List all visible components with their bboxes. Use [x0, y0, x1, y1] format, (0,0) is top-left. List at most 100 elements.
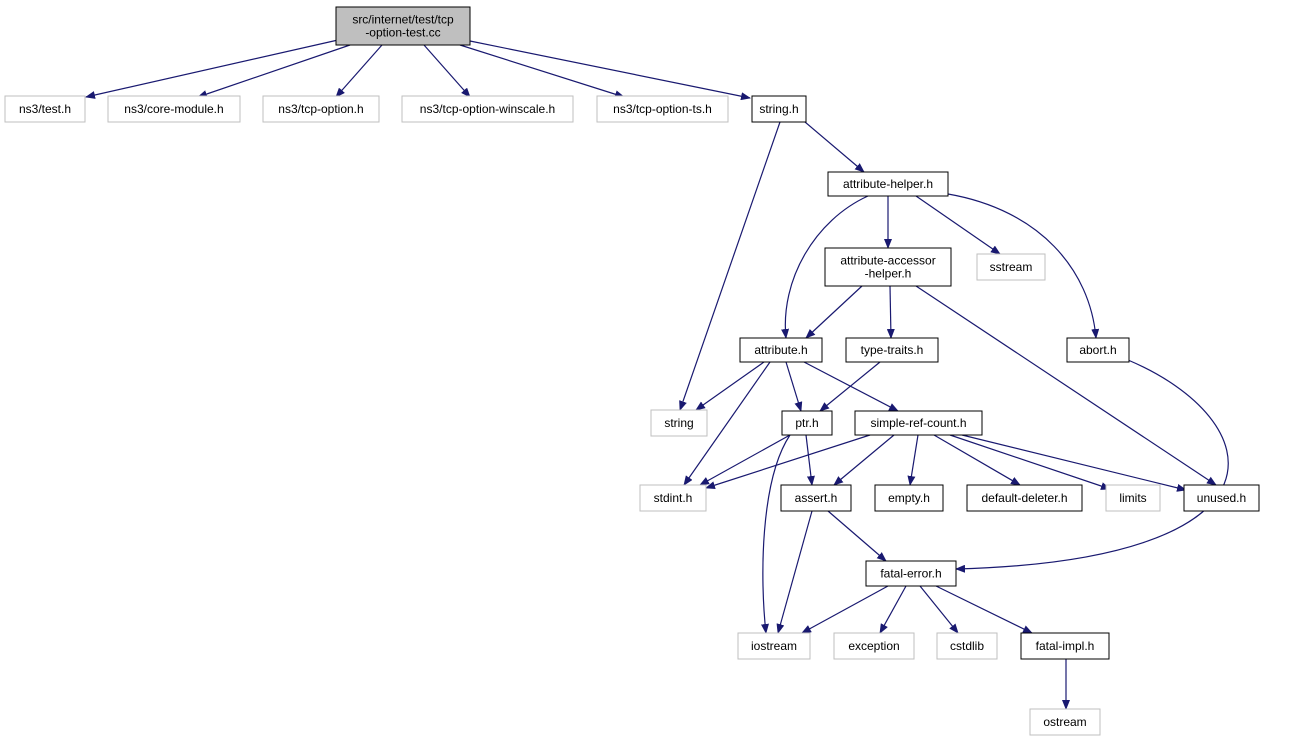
node-attribute-h[interactable]: attribute.h — [739, 337, 823, 363]
node-label: -option-test.cc — [365, 26, 440, 40]
node-label: ns3/tcp-option.h — [278, 102, 363, 116]
node-box — [966, 484, 1083, 512]
node-label: string — [664, 416, 693, 430]
node-ns3-test-h: ns3/test.h — [4, 95, 86, 123]
node-label: -helper.h — [865, 267, 912, 281]
node-box — [780, 484, 852, 512]
node-label: cstdlib — [950, 639, 984, 653]
node-box — [865, 560, 957, 587]
node-box — [401, 95, 574, 123]
node-box — [4, 95, 86, 123]
edge-simple-ref-count-h-to-assert-h — [833, 434, 895, 486]
node-box — [739, 337, 823, 363]
node-iostream: iostream — [737, 632, 811, 660]
node-ns3-tcp-option-h: ns3/tcp-option.h — [262, 95, 380, 123]
node-box — [1105, 484, 1161, 512]
node-label: attribute-accessor — [840, 254, 935, 268]
edge-root-to-ns3-core-module-h — [197, 44, 351, 98]
node-label: empty.h — [888, 491, 930, 505]
node-box — [845, 337, 939, 363]
node-type-traits-h[interactable]: type-traits.h — [845, 337, 939, 363]
node-string-h[interactable]: string.h — [751, 95, 807, 123]
edge-attribute-helper-h-to-sstream — [915, 195, 1001, 255]
node-box — [874, 484, 944, 512]
node-label: ostream — [1043, 715, 1086, 729]
node-cstdlib: cstdlib — [936, 632, 998, 660]
node-box — [262, 95, 380, 123]
node-box — [1029, 708, 1101, 736]
edge-root-to-string-h — [469, 40, 751, 101]
node-string: string — [650, 409, 708, 437]
nodes-layer: src/internet/test/tcp-option-test.cc ns3/… — [4, 6, 1260, 736]
edge-attribute-h-to-string — [695, 361, 765, 411]
node-label: attribute-helper.h — [843, 177, 933, 191]
node-label: string.h — [759, 102, 798, 116]
node-attribute-helper-h[interactable]: attribute-helper.h — [827, 171, 949, 197]
node-label: ns3/test.h — [19, 102, 71, 116]
edge-root-to-ns3-tcp-option-winscale-h — [423, 44, 471, 98]
node-box — [824, 247, 952, 287]
edge-fatal-error-h-to-fatal-impl-h — [935, 585, 1033, 634]
node-label: type-traits.h — [861, 343, 924, 357]
edge-attribute-h-to-ptr-h — [785, 361, 803, 412]
node-attribute-accessor-helper-h[interactable]: attribute-accessor-helper.h — [824, 247, 952, 287]
edge-simple-ref-count-h-to-default-deleter-h — [933, 434, 1021, 486]
node-box — [827, 171, 949, 197]
node-label: stdint.h — [654, 491, 693, 505]
node-label: ptr.h — [795, 416, 818, 430]
edge-assert-h-to-iostream — [776, 510, 813, 634]
edge-fatal-error-h-to-exception — [879, 585, 907, 634]
node-label: default-deleter.h — [981, 491, 1067, 505]
node-box — [335, 6, 471, 46]
edge-fatal-error-h-to-iostream — [801, 585, 889, 634]
node-ostream: ostream — [1029, 708, 1101, 736]
edge-attribute-helper-h-to-attribute-h — [781, 195, 869, 339]
edge-simple-ref-count-h-to-stdint-h — [705, 434, 871, 490]
node-exception: exception — [833, 632, 915, 660]
edge-root-to-ns3-test-h — [85, 39, 339, 99]
node-label: ns3/tcp-option-winscale.h — [420, 102, 555, 116]
edge-abort-h-to-fatal-error-h — [955, 359, 1229, 573]
node-label: attribute.h — [754, 343, 807, 357]
node-box — [751, 95, 807, 123]
node-fatal-error-h[interactable]: fatal-error.h — [865, 560, 957, 587]
node-ptr-h[interactable]: ptr.h — [781, 410, 833, 436]
node-label: limits — [1119, 491, 1146, 505]
node-unused-h[interactable]: unused.h — [1183, 484, 1260, 512]
node-label: src/internet/test/tcp — [352, 13, 454, 27]
edge-ptr-h-to-stdint-h — [699, 434, 791, 486]
edge-simple-ref-count-h-to-limits — [949, 434, 1111, 490]
edge-attribute-h-to-stdint-h — [683, 361, 771, 486]
edge-ptr-h-to-assert-h — [805, 434, 815, 486]
node-box — [1183, 484, 1260, 512]
node-box — [650, 409, 708, 437]
node-label: sstream — [990, 260, 1033, 274]
node-limits: limits — [1105, 484, 1161, 512]
edge-root-to-ns3-tcp-option-h — [335, 44, 383, 98]
node-assert-h[interactable]: assert.h — [780, 484, 852, 512]
node-default-deleter-h[interactable]: default-deleter.h — [966, 484, 1083, 512]
node-label: exception — [848, 639, 899, 653]
node-empty-h[interactable]: empty.h — [874, 484, 944, 512]
edges-layer — [85, 39, 1229, 710]
edge-root-to-ns3-tcp-option-ts-h — [459, 44, 625, 99]
node-ns3-tcp-option-winscale-h: ns3/tcp-option-winscale.h — [401, 95, 574, 123]
edge-attribute-helper-h-to-abort-h — [947, 193, 1100, 339]
node-box — [1066, 337, 1130, 363]
node-stdint-h: stdint.h — [639, 484, 707, 512]
node-box — [781, 410, 833, 436]
node-box — [639, 484, 707, 512]
node-abort-h[interactable]: abort.h — [1066, 337, 1130, 363]
node-label: ns3/tcp-option-ts.h — [613, 102, 712, 116]
node-ns3-core-module-h: ns3/core-module.h — [107, 95, 241, 123]
edge-assert-h-to-fatal-error-h — [827, 510, 887, 562]
node-label: unused.h — [1197, 491, 1246, 505]
node-box — [854, 410, 983, 436]
edge-attribute-h-to-simple-ref-count-h — [803, 361, 899, 412]
node-label: abort.h — [1079, 343, 1116, 357]
edge-ptr-h-to-iostream — [761, 434, 791, 634]
node-box — [936, 632, 998, 660]
node-box — [107, 95, 241, 123]
node-fatal-impl-h[interactable]: fatal-impl.h — [1020, 632, 1110, 660]
node-simple-ref-count-h[interactable]: simple-ref-count.h — [854, 410, 983, 436]
